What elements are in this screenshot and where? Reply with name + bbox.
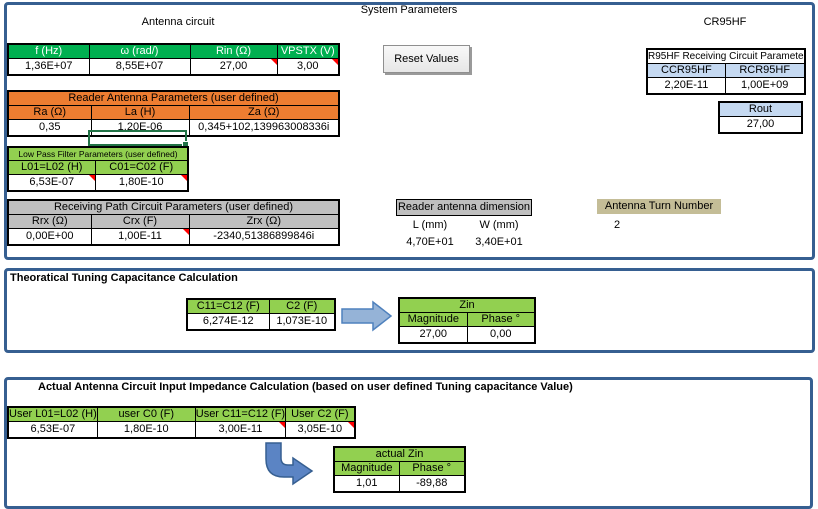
cell-actual-zin-phase[interactable]: -89,88 (398, 475, 466, 493)
comment-indicator-icon (181, 175, 187, 181)
header-c01-c02: C01=C02 (F) (94, 160, 189, 175)
active-cell-selection[interactable] (88, 130, 189, 148)
cell-omega[interactable]: 8,55E+07 (88, 58, 191, 76)
system-values-table: f (Hz) ω (rad/) Rin (Ω) VPSTX (V) 1,36E+… (7, 43, 340, 76)
cell-ra[interactable]: 0,35 (7, 119, 92, 137)
cell-c01-text: 1,80E-10 (118, 176, 164, 188)
cell-vpstx-text: 3,00 (297, 60, 319, 72)
header-c2: C2 (F) (268, 298, 336, 314)
comment-indicator-icon (88, 175, 94, 181)
header-zin-phase: Phase ° (466, 312, 536, 327)
header-zin-magnitude: Magnitude (398, 312, 468, 327)
header-user-c0: user C0 (F) (96, 406, 196, 422)
antenna-turn-header: Antenna Turn Number (597, 199, 721, 214)
actual-section-title: Actual Antenna Circuit Input Impedance C… (38, 381, 573, 393)
cell-c11-c12[interactable]: 6,274E-12 (186, 313, 270, 331)
cell-vpstx[interactable]: 3,00 (276, 58, 340, 76)
cell-user-c11-text: 3,00E-11 (218, 423, 263, 435)
comment-indicator-icon (347, 422, 354, 428)
cell-ccr95hf[interactable]: 2,20E-11 (646, 77, 726, 95)
cell-c2[interactable]: 1,073E-10 (268, 313, 336, 331)
bent-arrow-icon (265, 442, 314, 486)
cr95hf-label: CR95HF (703, 16, 747, 28)
header-actual-zin-phase: Phase ° (398, 461, 466, 476)
label-w-mm: W (mm) (479, 219, 519, 231)
cell-actual-zin-magnitude[interactable]: 1,01 (333, 475, 400, 493)
cell-rrx[interactable]: 0,00E+00 (7, 228, 92, 246)
header-f-hz: f (Hz) (7, 43, 90, 59)
header-rrx: Rrx (Ω) (7, 214, 92, 229)
header-ra: Ra (Ω) (7, 105, 92, 120)
cr95hf-receiving-table: R95HF Receiving Circuit Paramete CCR95HF… (646, 48, 806, 95)
comment-indicator-icon (332, 59, 338, 65)
cell-crx[interactable]: 1,00E-11 (90, 228, 190, 246)
header-l01-l02: L01=L02 (H) (7, 160, 96, 175)
cell-user-c11[interactable]: 3,00E-11 (194, 421, 287, 439)
header-za: Za (Ω) (188, 105, 340, 120)
cell-user-c2[interactable]: 3,05E-10 (285, 421, 356, 439)
header-actual-zin-magnitude: Magnitude (333, 461, 400, 476)
header-rcr95hf: RCR95HF (724, 63, 806, 78)
comment-indicator-icon (182, 229, 188, 235)
system-parameters-panel (4, 2, 815, 260)
cell-l-mm[interactable]: 4,70E+01 (406, 236, 454, 248)
user-caps-table: User L01=L02 (H) user C0 (F) User C11=C1… (7, 406, 356, 439)
cell-l01-text: 6,53E-07 (29, 176, 75, 188)
page-title: System Parameters (360, 4, 458, 16)
cell-zrx[interactable]: -2340,51386899846i (188, 228, 340, 246)
cell-zin-phase[interactable]: 0,00 (466, 326, 536, 344)
cell-rout[interactable]: 27,00 (718, 116, 803, 134)
comment-indicator-icon (279, 422, 285, 428)
cell-f-hz[interactable]: 1,36E+07 (7, 58, 90, 76)
zin-title: Zin (398, 297, 536, 313)
rout-table: Rout 27,00 (718, 101, 803, 134)
cell-rcr95hf[interactable]: 1,00E+09 (724, 77, 806, 95)
cell-rin[interactable]: 27,00 (189, 58, 278, 76)
cell-l01-l02[interactable]: 6,53E-07 (7, 174, 96, 192)
reset-values-button[interactable]: Reset Values (383, 45, 470, 73)
header-la: La (H) (90, 105, 190, 120)
low-pass-table: Low Pass Filter Parameters (user defined… (7, 146, 189, 192)
actual-zin-table: actual Zin Magnitude Phase ° 1,01 -89,88 (333, 446, 466, 493)
right-arrow-icon (341, 300, 393, 332)
theoretical-section-title: Theoratical Tuning Capacitance Calculati… (10, 272, 238, 284)
header-user-c2: User C2 (F) (285, 406, 356, 422)
low-pass-title: Low Pass Filter Parameters (user defined… (7, 146, 189, 161)
header-user-c11: User C11=C12 (F) (194, 406, 287, 422)
theoretical-tuning-panel (4, 268, 815, 353)
header-vpstx: VPSTX (V) (276, 43, 340, 59)
label-l-mm: L (mm) (412, 219, 448, 231)
cell-c01-c02[interactable]: 1,80E-10 (94, 174, 189, 192)
cell-zin-magnitude[interactable]: 27,00 (398, 326, 468, 344)
header-omega: ω (rad/) (88, 43, 191, 59)
cell-user-c0[interactable]: 1,80E-10 (96, 421, 196, 439)
header-ccr95hf: CCR95HF (646, 63, 726, 78)
header-crx: Crx (F) (90, 214, 190, 229)
header-zrx: Zrx (Ω) (188, 214, 340, 229)
antenna-dimension-header: Reader antenna dimension (396, 199, 532, 216)
cr95hf-receiving-title: R95HF Receiving Circuit Paramete (646, 48, 806, 64)
theoretical-caps-table: C11=C12 (F) C2 (F) 6,274E-12 1,073E-10 (186, 298, 336, 331)
comment-indicator-icon (270, 59, 276, 65)
zin-table: Zin Magnitude Phase ° 27,00 0,00 (398, 297, 536, 344)
cell-user-l01[interactable]: 6,53E-07 (7, 421, 98, 439)
antenna-circuit-label: Antenna circuit (141, 16, 215, 28)
receiving-path-table: Receiving Path Circuit Parameters (user … (7, 199, 340, 246)
actual-zin-title: actual Zin (333, 446, 466, 462)
header-c11-c12: C11=C12 (F) (186, 298, 270, 314)
cell-w-mm[interactable]: 3,40E+01 (475, 236, 523, 248)
header-user-l01: User L01=L02 (H) (7, 406, 98, 422)
header-rout: Rout (718, 101, 803, 117)
cell-rin-text: 27,00 (219, 60, 248, 72)
cell-antenna-turn[interactable]: 2 (613, 219, 621, 231)
cell-crx-text: 1,00E-11 (118, 230, 162, 242)
receiving-path-title: Receiving Path Circuit Parameters (user … (7, 199, 340, 215)
cell-za[interactable]: 0,345+102,139963008336i (188, 119, 340, 137)
header-rin: Rin (Ω) (189, 43, 278, 59)
cell-user-c2-text: 3,05E-10 (297, 423, 343, 435)
reader-antenna-title: Reader Antenna Parameters (user defined) (7, 90, 340, 106)
